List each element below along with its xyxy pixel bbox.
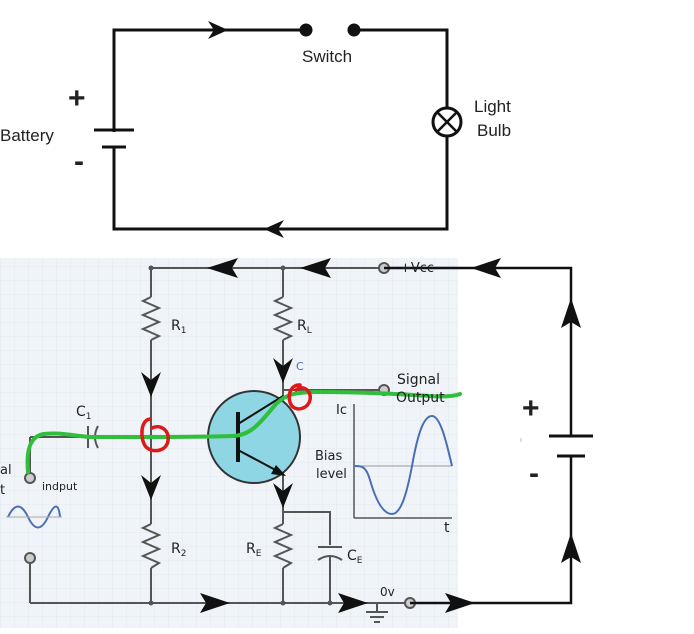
signal-output-label-2: Output bbox=[396, 390, 445, 406]
resistor-r2 bbox=[140, 523, 162, 569]
c1-label: C1 bbox=[76, 404, 92, 422]
re-label: RE bbox=[246, 541, 262, 559]
output-waveform-graph bbox=[353, 404, 453, 519]
input-partial-label-2: t bbox=[0, 483, 5, 498]
input-label: indput bbox=[42, 480, 78, 493]
ce-label: CE bbox=[347, 548, 363, 566]
bias-level-label-1: Bias bbox=[315, 449, 342, 464]
right-battery-plus: + bbox=[522, 392, 540, 425]
input-partial-label-1: al bbox=[0, 463, 12, 478]
graph-x-label: t bbox=[444, 520, 450, 536]
resistor-re bbox=[272, 523, 294, 569]
input-terminal-bottom bbox=[24, 552, 36, 564]
collector-node-annotation bbox=[287, 383, 313, 411]
vcc-label: +Vcc bbox=[400, 261, 434, 276]
input-sine-icon bbox=[7, 505, 61, 529]
switch-label: Switch bbox=[302, 47, 352, 66]
bias-level-label-2: level bbox=[316, 467, 347, 482]
top-right-wire bbox=[355, 28, 449, 107]
signal-output-label-1: Signal bbox=[397, 372, 440, 388]
battery-minus: - bbox=[74, 145, 84, 178]
right-battery-minus: - bbox=[529, 457, 539, 490]
light-bulb-label-1: Light bbox=[474, 97, 511, 116]
right-wire-lower bbox=[112, 137, 449, 231]
top-wire bbox=[112, 28, 305, 132]
signal-path-annotation bbox=[25, 389, 462, 474]
light-bulb-label-2: Bulb bbox=[477, 121, 511, 140]
battery-label: Battery bbox=[0, 126, 54, 145]
ground-label: 0v bbox=[380, 585, 395, 599]
resistor-r1 bbox=[140, 296, 162, 341]
battery-plus: + bbox=[68, 82, 86, 115]
simple-circuit bbox=[94, 23, 463, 231]
resistor-rl bbox=[272, 296, 294, 341]
r2-label: R2 bbox=[171, 541, 186, 559]
current-arrow-top bbox=[208, 21, 228, 39]
base-node-annotation bbox=[140, 417, 170, 453]
current-arrows bbox=[141, 258, 368, 613]
collector-current-label: C bbox=[296, 360, 304, 373]
input-terminal-top bbox=[24, 472, 36, 484]
switch-contact-left bbox=[299, 23, 313, 37]
r1-label: R1 bbox=[171, 318, 186, 336]
switch-contact-right bbox=[347, 23, 361, 37]
rl-label: RL bbox=[297, 318, 312, 336]
current-arrow-bottom bbox=[264, 220, 284, 238]
graph-y-label: Ic bbox=[336, 403, 347, 418]
